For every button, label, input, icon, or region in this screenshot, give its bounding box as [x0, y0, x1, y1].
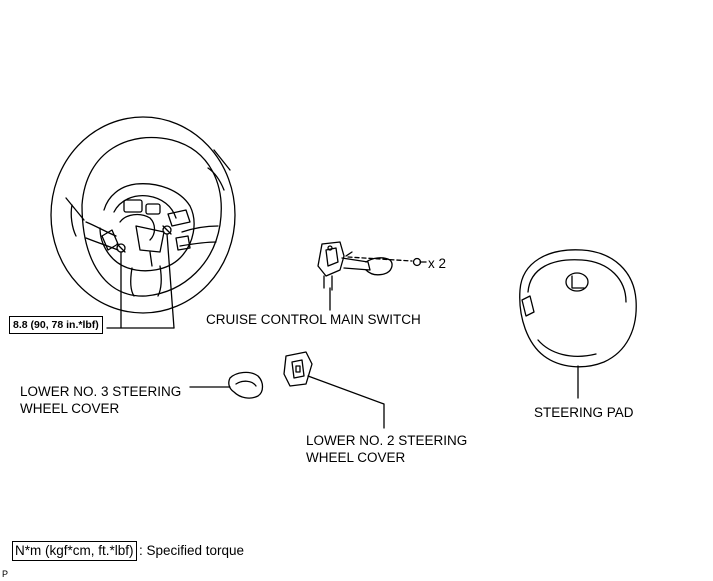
legend-torque-unit-key: N*m (kgf*cm, ft.*lbf) — [12, 541, 137, 561]
torque-leader-lines — [106, 233, 175, 329]
lower-no3-cover — [189, 371, 264, 399]
steering-wheel — [50, 116, 236, 314]
cruise-control-switch — [317, 241, 427, 311]
corner-code: P — [2, 569, 9, 579]
lower-no2-label-line2: WHEEL COVER — [306, 450, 406, 465]
steering-pad-label: STEERING PAD — [534, 405, 634, 420]
lower-no2-cover — [283, 351, 385, 429]
torque-spec-box: 8.8 (90, 78 in.*lbf) — [9, 316, 103, 334]
lower-no3-label-line2: WHEEL COVER — [20, 401, 120, 416]
steering-pad — [519, 249, 637, 399]
lower-no3-label-line1: LOWER NO. 3 STEERING — [20, 384, 182, 399]
lower-no2-label-line1: LOWER NO. 2 STEERING — [306, 433, 468, 448]
cruise-control-switch-label: CRUISE CONTROL MAIN SWITCH — [206, 312, 421, 327]
screw-count-label: x 2 — [428, 256, 447, 271]
legend-description: : Specified torque — [139, 543, 245, 558]
